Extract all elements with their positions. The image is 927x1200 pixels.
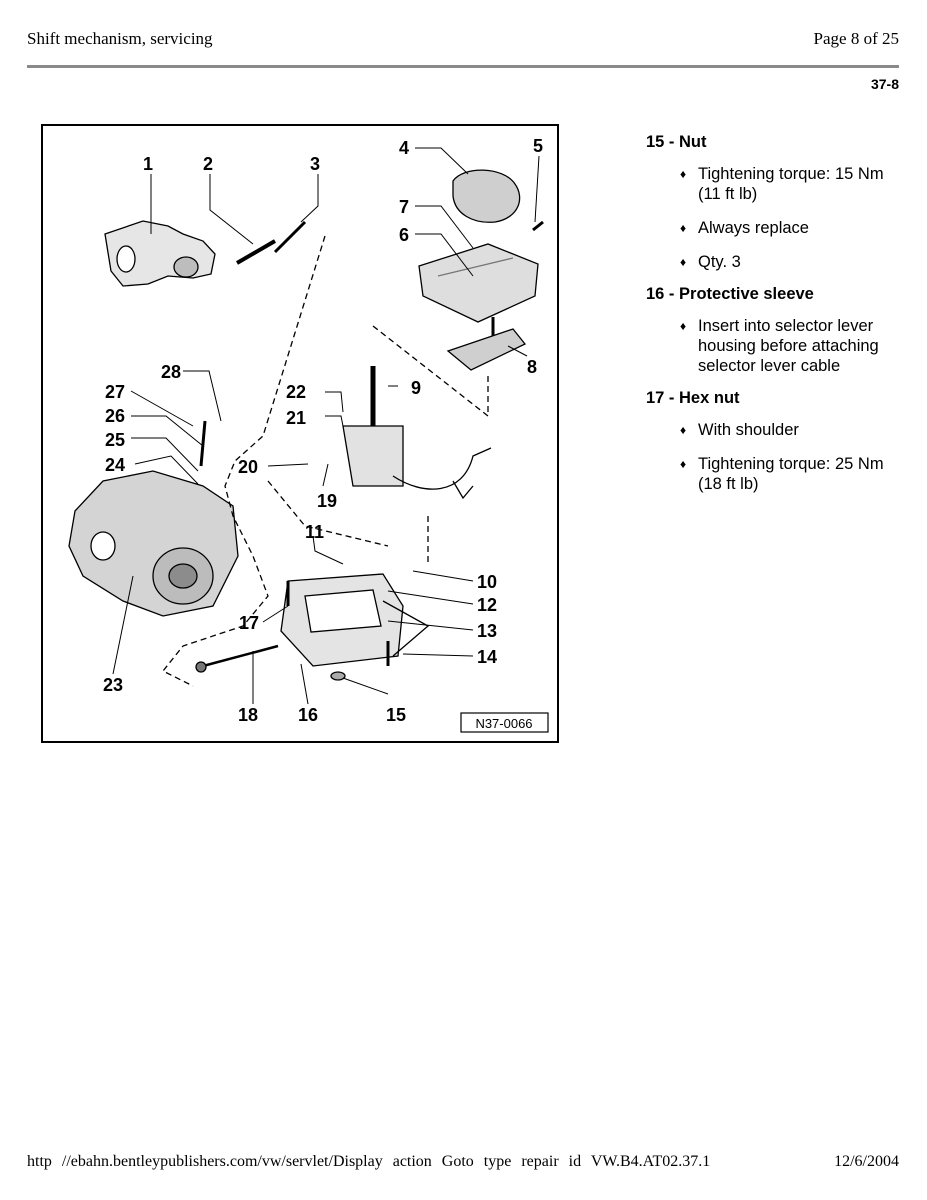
- callout-21: 21: [286, 408, 306, 428]
- callout-1: 1: [143, 154, 153, 174]
- exploded-diagram: 1 2 3 4 5 6 7 8 9 10 11 12 13 14 15 16 1…: [41, 124, 559, 743]
- footer-url: http //ebahn.bentleypublishers.com/vw/se…: [27, 1153, 711, 1170]
- callout-18: 18: [238, 705, 258, 725]
- footer-date: 12/6/2004: [834, 1153, 899, 1170]
- callout-17: 17: [239, 613, 259, 633]
- callout-2: 2: [203, 154, 213, 174]
- callout-10: 10: [477, 572, 497, 592]
- item-15: 15 - Nut Tightening torque: 15 Nm (11 ft…: [646, 132, 906, 272]
- item-heading: 16 - Protective sleeve: [646, 285, 814, 303]
- item-17: 17 - Hex nut With shoulder Tightening to…: [646, 388, 906, 494]
- callout-11: 11: [305, 522, 324, 542]
- callout-23: 23: [103, 675, 123, 695]
- callout-4: 4: [399, 138, 409, 158]
- callout-27: 27: [105, 382, 125, 402]
- callout-24: 24: [105, 455, 125, 475]
- bullet-item: With shoulder: [680, 420, 906, 440]
- bullet-list: With shoulder Tightening torque: 25 Nm (…: [646, 420, 906, 494]
- callout-13: 13: [477, 621, 497, 641]
- callout-20: 20: [238, 457, 258, 477]
- bullet-item: Always replace: [680, 218, 906, 238]
- callout-6: 6: [399, 225, 409, 245]
- knob-sketch: [452, 169, 521, 223]
- callout-9: 9: [411, 378, 421, 398]
- callout-22: 22: [286, 382, 306, 402]
- bullet-item: Qty. 3: [680, 252, 906, 272]
- bullet-list: Insert into selector lever housing befor…: [646, 316, 906, 376]
- item-16: 16 - Protective sleeve Insert into selec…: [646, 284, 906, 376]
- page-header-title: Shift mechanism, servicing: [27, 29, 213, 48]
- callout-14: 14: [477, 647, 497, 667]
- bullet-item: Insert into selector lever housing befor…: [680, 316, 906, 376]
- item-heading: 15 - Nut: [646, 133, 707, 151]
- callout-16: 16: [298, 705, 318, 725]
- bullet-item: Tightening torque: 25 Nm (18 ft lb): [680, 454, 906, 494]
- item-heading: 17 - Hex nut: [646, 389, 740, 407]
- header-rule: [27, 65, 899, 68]
- callout-7: 7: [399, 197, 409, 217]
- callout-26: 26: [105, 406, 125, 426]
- callout-25: 25: [105, 430, 125, 450]
- callout-12: 12: [477, 595, 497, 615]
- callout-15: 15: [386, 705, 406, 725]
- parts-list: 15 - Nut Tightening torque: 15 Nm (11 ft…: [646, 132, 906, 506]
- callout-5: 5: [533, 136, 543, 156]
- page-number: Page 8 of 25: [813, 29, 899, 48]
- callout-28: 28: [161, 362, 181, 382]
- callout-3: 3: [310, 154, 320, 174]
- bullet-list: Tightening torque: 15 Nm (11 ft lb) Alwa…: [646, 164, 906, 272]
- callout-19: 19: [317, 491, 337, 511]
- figure-code: N37-0066: [475, 716, 532, 731]
- callout-8: 8: [527, 357, 537, 377]
- section-number: 37-8: [870, 76, 899, 92]
- bullet-item: Tightening torque: 15 Nm (11 ft lb): [680, 164, 906, 204]
